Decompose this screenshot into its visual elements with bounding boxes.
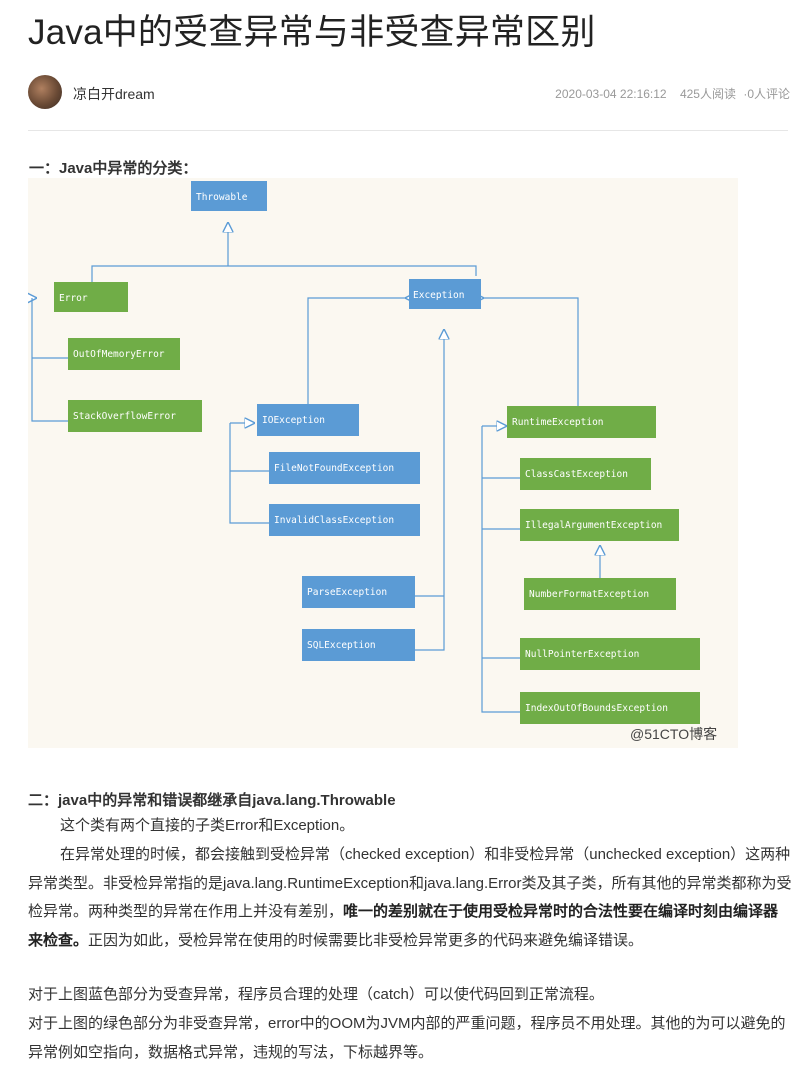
box-parse-exception: ParseException [302, 576, 415, 608]
section1-heading: 一：Java中异常的分类： [29, 160, 198, 177]
box-invalid-class-exception: InvalidClassException [269, 504, 420, 536]
paragraph-3: 对于上图蓝色部分为受查异常，程序员合理的处理（catch）可以使代码回到正常流程… [28, 986, 604, 1003]
svg-text:NumberFormatException: NumberFormatException [529, 589, 649, 600]
box-out-of-memory-error: OutOfMemoryError [68, 338, 180, 370]
svg-text:ParseException: ParseException [307, 587, 387, 598]
box-class-cast-exception: ClassCastException [520, 458, 651, 490]
svg-text:OutOfMemoryError: OutOfMemoryError [73, 349, 165, 360]
svg-text:Throwable: Throwable [196, 192, 248, 203]
svg-text:RuntimeException: RuntimeException [512, 417, 604, 428]
svg-text:NullPointerException: NullPointerException [525, 649, 639, 660]
article-meta: 2020-03-04 22:16:12 425人阅读 ·0人评论 [545, 85, 790, 102]
svg-text:ClassCastException: ClassCastException [525, 469, 628, 480]
svg-text:Exception: Exception [413, 290, 464, 301]
box-runtime-exception: RuntimeException [507, 406, 656, 438]
paragraph-2-emphasis: 唯一的差别就在于使用受检异常时的合法性要在编译时刻由编译器来检查。 [28, 903, 779, 949]
box-error: Error [54, 282, 128, 312]
box-index-out-of-bounds-exception: IndexOutOfBoundsException [520, 692, 700, 724]
paragraph-4: 对于上图的绿色部分为非受查异常，error中的OOM为JVM内部的严重问题，程序… [28, 1015, 786, 1061]
read-count: 425人阅读 [679, 87, 736, 101]
connector-lines [32, 223, 600, 713]
box-illegal-argument-exception: IllegalArgumentException [520, 509, 679, 541]
diagram-svg: Throwable Error OutOfMemoryError StackOv… [28, 181, 700, 724]
paragraph-2-text-c: 正因为如此，受检异常在使用的时候需要比非受检异常更多的代码来避免编译错误。 [88, 931, 644, 949]
article-title: Java中的受查异常与非受查异常区别 [28, 13, 596, 52]
exception-hierarchy-diagram: Throwable Error OutOfMemoryError StackOv… [28, 178, 738, 748]
header-divider [28, 130, 788, 131]
watermark: @51CTO博客 [630, 726, 718, 742]
author-avatar[interactable] [28, 75, 62, 109]
box-io-exception: IOException [257, 404, 359, 436]
paragraph-2: 在异常处理的时候，都会接触到受检异常（checked exception）和非受… [28, 841, 793, 955]
svg-text:SQLException: SQLException [307, 640, 376, 651]
paragraph-1: 这个类有两个直接的子类Error和Exception。 [60, 817, 355, 834]
box-file-not-found-exception: FileNotFoundException [269, 452, 420, 484]
publish-date: 2020-03-04 22:16:12 [555, 87, 667, 101]
svg-text:InvalidClassException: InvalidClassException [274, 515, 394, 526]
box-sql-exception: SQLException [302, 629, 415, 661]
author-name[interactable]: 凉白开dream [73, 86, 155, 102]
svg-text:Error: Error [59, 293, 88, 304]
box-null-pointer-exception: NullPointerException [520, 638, 700, 670]
box-number-format-exception: NumberFormatException [524, 578, 676, 610]
svg-text:IOException: IOException [262, 415, 325, 426]
box-throwable: Throwable [191, 181, 267, 211]
svg-text:FileNotFoundException: FileNotFoundException [274, 463, 394, 474]
box-exception: Exception [409, 279, 481, 309]
comment-count[interactable]: ·0人评论 [743, 87, 790, 101]
svg-text:StackOverflowError: StackOverflowError [73, 411, 176, 422]
section2-heading: 二：java中的异常和错误都继承自java.lang.Throwable [28, 792, 396, 809]
svg-text:IndexOutOfBoundsException: IndexOutOfBoundsException [525, 703, 668, 714]
svg-text:IllegalArgumentException: IllegalArgumentException [525, 520, 662, 531]
box-stack-overflow-error: StackOverflowError [68, 400, 202, 432]
paragraph-2-text-a: 在异常处理的时候，都会接触到受检异常（checked exception）和非受… [28, 846, 792, 920]
